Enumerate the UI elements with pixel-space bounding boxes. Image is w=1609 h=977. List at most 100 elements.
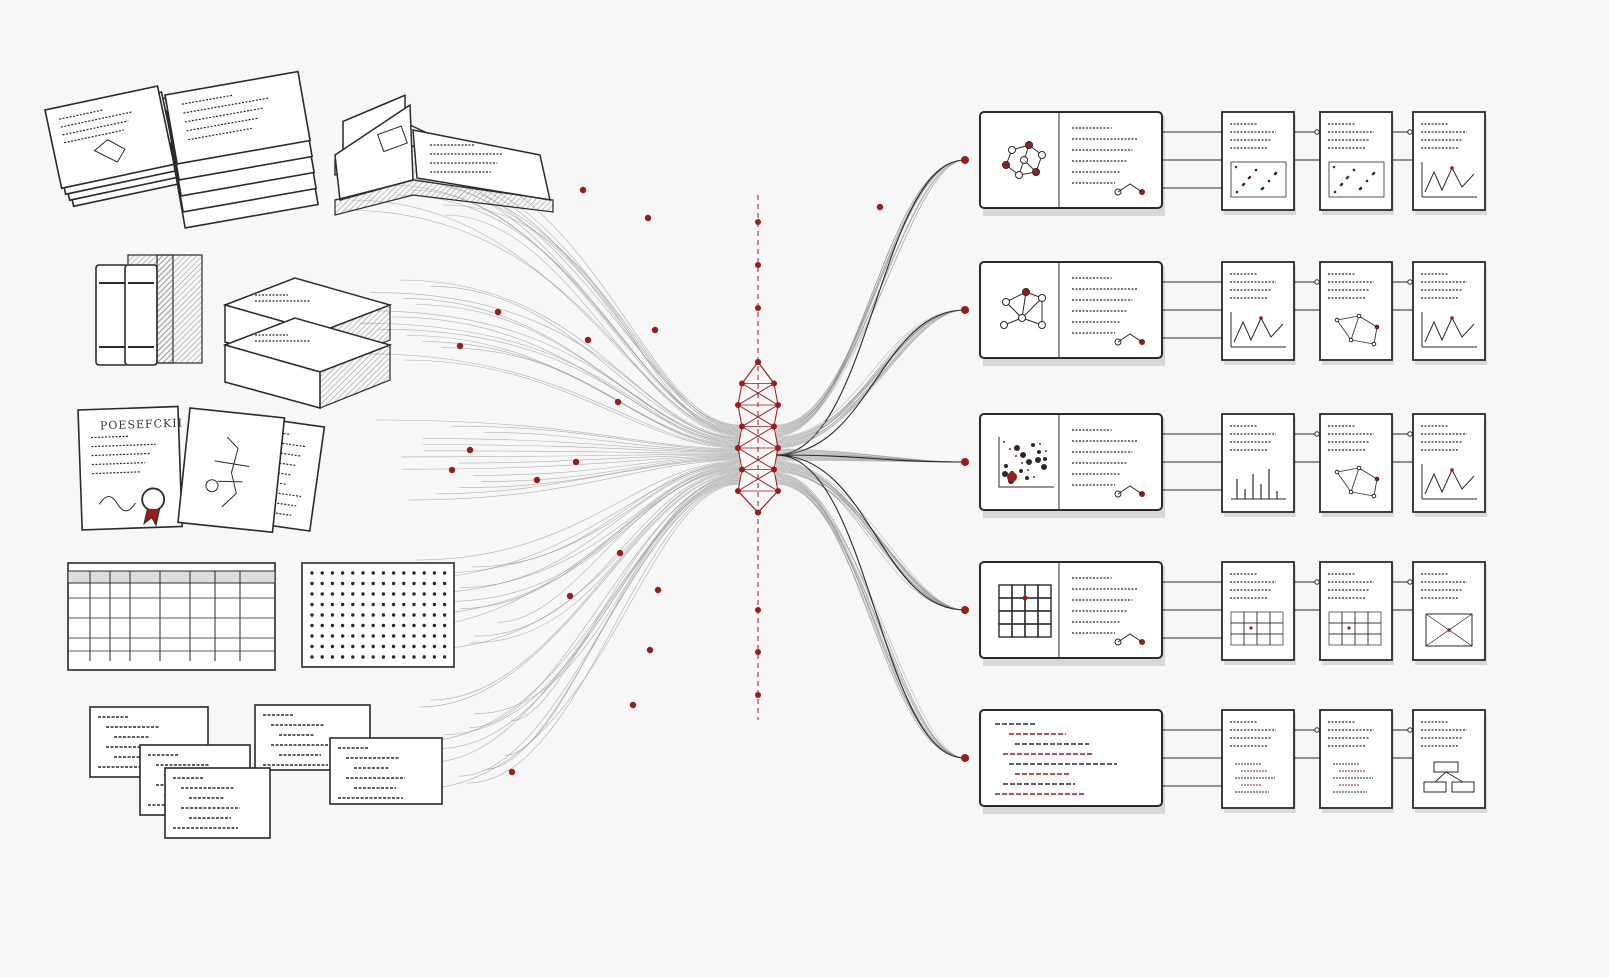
grid-dot	[351, 655, 355, 659]
output-page	[1412, 709, 1487, 813]
flow-dot	[651, 326, 659, 334]
flow-line	[406, 335, 741, 446]
book-pages	[319, 344, 391, 409]
flow-line	[422, 438, 741, 452]
grid-dot	[320, 571, 324, 575]
lattice-node	[739, 380, 745, 387]
flow-line	[400, 279, 741, 438]
graph-node	[1000, 321, 1008, 329]
grid-dot	[351, 592, 355, 596]
flow-line-main	[775, 454, 966, 463]
molecule-graph-icon	[1002, 141, 1046, 179]
mini-point	[1450, 316, 1454, 320]
lying-book	[222, 317, 393, 409]
code-sheet	[164, 767, 271, 839]
flow-line	[775, 309, 966, 440]
lattice-node	[771, 466, 777, 473]
mini-frame	[1425, 613, 1473, 647]
mini-line	[1424, 166, 1475, 193]
grid-dot	[340, 571, 345, 575]
flow-dot	[876, 203, 884, 211]
mini-point	[1254, 168, 1258, 172]
book-figure	[377, 125, 408, 153]
lattice-edge	[737, 426, 775, 449]
grid-dot	[402, 592, 406, 596]
mini-edge	[1336, 315, 1360, 321]
lattice-edge	[737, 383, 743, 406]
mini-node	[1371, 493, 1377, 499]
code-sheet	[329, 737, 443, 805]
page-figure	[1231, 469, 1286, 500]
flow-line-main	[775, 454, 966, 759]
matrix-cell	[1037, 623, 1052, 638]
hub-axis-dot	[755, 692, 761, 698]
grid-dot	[361, 623, 365, 628]
graph-node	[1022, 288, 1030, 296]
flow-line	[511, 475, 741, 722]
scatter-point	[1039, 443, 1041, 445]
lattice-edge	[737, 404, 743, 427]
grid-dot	[391, 602, 396, 607]
flow-line	[344, 209, 741, 436]
grid-dot	[381, 644, 386, 649]
flow-line	[441, 347, 741, 447]
flow-line	[775, 159, 966, 437]
grid-dot	[381, 613, 386, 617]
mini-line	[1424, 316, 1475, 343]
sheet	[164, 767, 271, 839]
flow-line	[451, 425, 741, 451]
page-frame	[1221, 413, 1295, 513]
grid-dot	[371, 644, 375, 649]
flow-dot	[456, 342, 464, 350]
flow-line	[775, 471, 966, 611]
panel-edge	[1117, 485, 1143, 495]
grid-dot	[442, 581, 447, 586]
mini-point	[1261, 186, 1265, 190]
connector-node	[1314, 431, 1320, 437]
grid-dot	[422, 655, 426, 659]
panel-edge	[1117, 183, 1143, 193]
graph-node	[1015, 171, 1023, 179]
flow-line	[775, 474, 966, 759]
page-frame	[1412, 261, 1486, 361]
output-page	[1319, 413, 1413, 517]
flow-line	[775, 159, 966, 426]
output-page	[1319, 561, 1413, 665]
grid-dot	[310, 581, 314, 586]
scatter-point	[1041, 464, 1047, 470]
flow-line	[458, 482, 741, 777]
grid-dot	[391, 623, 396, 628]
grid-dot	[442, 602, 447, 607]
grid-dot	[351, 581, 355, 586]
flow-line	[389, 184, 741, 432]
paper-sheet	[44, 85, 176, 190]
mini-edge	[1358, 467, 1378, 480]
grid-dot	[340, 634, 345, 638]
page-frame	[1412, 709, 1486, 809]
code-snippet-icon	[89, 704, 443, 839]
grid-dot	[381, 623, 386, 628]
mini-point	[1365, 179, 1369, 183]
mini-node	[1371, 341, 1377, 347]
grid-dot	[310, 644, 314, 649]
flow-line	[775, 470, 966, 611]
grid-dot	[412, 644, 416, 649]
flow-line	[484, 432, 741, 452]
flow-line	[460, 466, 741, 609]
grid-dot	[310, 623, 314, 628]
page-figure	[1334, 465, 1380, 499]
flow-line	[430, 285, 741, 439]
mini-point	[1447, 628, 1451, 632]
page-frame	[1412, 561, 1486, 661]
connector-dot	[961, 458, 969, 466]
grid-dot	[381, 571, 386, 575]
flow-dot	[629, 701, 637, 709]
flow-line	[497, 468, 741, 623]
page-figure	[1425, 613, 1473, 647]
book-stack-icon	[95, 254, 393, 409]
output-row-molecule	[979, 111, 1487, 216]
flow-dot	[616, 549, 624, 557]
grid-dot	[422, 571, 426, 575]
flow-line	[775, 159, 966, 430]
lattice-edge	[737, 447, 743, 470]
